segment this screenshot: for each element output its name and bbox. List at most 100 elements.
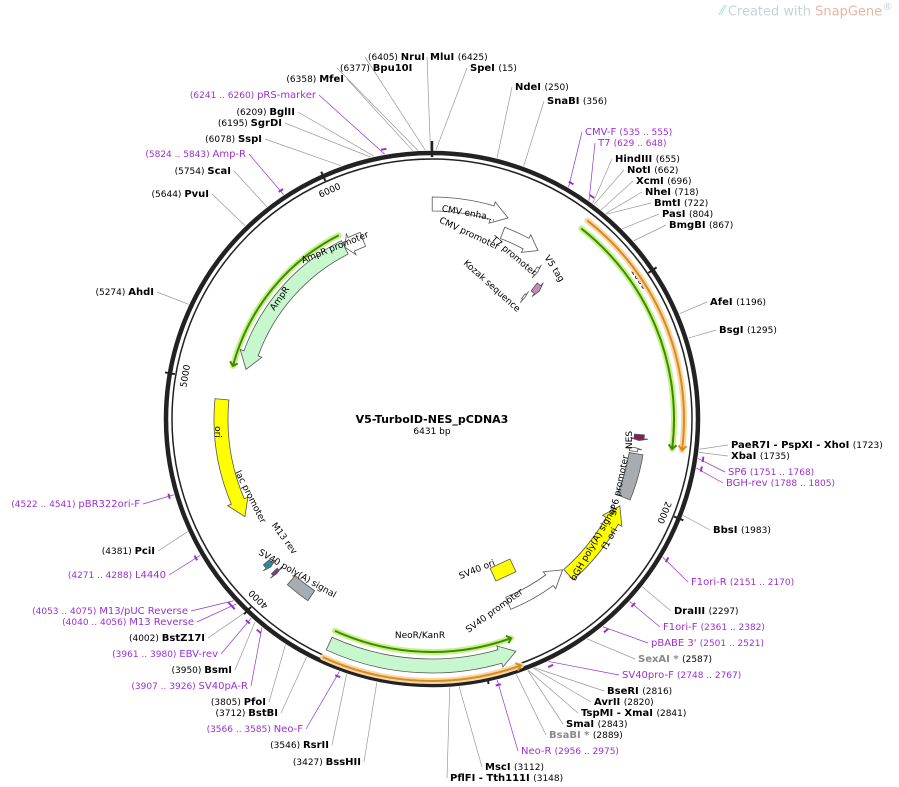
feature-m13-rev [270,566,283,579]
feature-label-ori: ori [212,426,222,438]
enzyme-bmgbi-part: BmgBI [669,220,709,231]
enzyme-pasi-label: PasI (804) [662,209,713,220]
enzyme-scai-leader [233,170,268,207]
feature-sp6-promoter [625,446,642,453]
primer-sv40pa-r-label: (3907 .. 3926) SV40pA-R [131,681,248,692]
primer-m13-puc-reverse-part: (4053 .. 4075) [32,607,99,617]
enzyme-bpu10i-leader [336,67,419,151]
primer-neo-r-label: Neo-R (2956 .. 2975) [521,746,619,757]
enzyme-bglii-leader [297,111,375,157]
enzyme-bbsi-part: BbsI [713,525,741,536]
enzyme-hindiii-part: (655) [656,155,680,165]
primer-m13-puc-reverse-label: (4053 .. 4075) M13/pUC Reverse [32,606,188,617]
enzyme-bsabi-label: BsaBI * (2889) [549,730,623,741]
primer-m13-puc-reverse-leader [190,600,234,612]
enzyme-msci-label: MscI (3112) [485,762,544,773]
primer-mark-sv40pa-r [256,628,262,634]
enzyme-pfoi-part: PfoI [244,697,266,708]
enzyme-snabi-label: SnaBI (356) [547,96,607,107]
enzyme-labels: (6405) NruI(6377) Bpu10I(6358) MfeI(6209… [95,52,882,784]
feature-neor-kanr [325,636,517,674]
enzyme-bbsi-leader [682,515,711,531]
primer-pbabe-3-part: pBABE 3' [651,638,700,649]
orf-arrowhead [229,360,239,368]
enzyme-mfei-part: MfeI [319,74,344,85]
enzyme-nhei-part: (718) [674,188,698,198]
primer-m13-reverse-leader [196,603,237,623]
enzyme-smai-label: SmaI (2843) [566,719,628,730]
enzyme-hindiii-label: HindIII (655) [615,154,680,165]
enzyme-pflfi-tth111i-part: PflFI - Tth111I [450,773,533,784]
enzyme-xbai-leader [698,452,729,457]
feature-label-neor-kanr: NeoR/KanR [395,631,445,641]
feature-label-nes: NES [625,431,635,449]
enzyme-nrui-label: (6405) NruI [368,52,425,63]
primer-mark-sv40pro-f [547,663,554,669]
primer-f1ori-f-label: F1ori-F (2361 .. 2382) [663,622,765,633]
enzyme-bmti-label: BmtI (722) [654,198,708,209]
feature-t7-promoter [531,264,542,279]
enzyme-spei-part: SpeI [470,63,498,74]
enzyme-mfei-part: (6358) [286,75,319,85]
enzyme-ndei-label: NdeI (250) [515,82,569,93]
enzyme-bstbi-leader [280,656,307,714]
enzyme-pvui-part: PvuI [184,189,209,200]
enzyme-sgrdi-part: (6195) [218,119,251,129]
primer-cmv-f-leader [568,131,583,188]
enzyme-bseri-part: (2816) [642,687,672,697]
enzyme-bstz17i-part: (4002) [129,634,162,644]
enzyme-bstbi-part: BstBI [248,708,278,719]
enzyme-bsabi-part: (2889) [593,731,623,741]
feature-cmv-enha [431,196,509,224]
primer-l4440-part: L4440 [135,570,166,581]
enzyme-xcmi-part: (696) [667,177,691,187]
feature-kozak-sequence [519,291,529,303]
enzyme-sexai-label: SexAI * (2587) [638,654,712,665]
primer-ebv-rev-part: EBV-rev [179,649,218,660]
enzyme-bseri-leader [534,667,605,692]
primer-mark-t7 [589,194,595,199]
enzyme-bsshii-part: BssHII [326,757,361,768]
enzyme-nrui-leader [364,56,426,151]
primer-m13-reverse-label: (4040 .. 4056) M13 Reverse [62,617,194,628]
primer-mark-ebv-rev [245,619,251,625]
enzyme-rsrii-label: (3546) RsrII [270,740,329,751]
enzyme-pvui-leader [211,193,246,226]
features [213,196,649,674]
plasmid-center-labels: V5-TurboID-NES_pCDNA3 6431 bp [356,413,509,437]
primer-m13-reverse-part: (4040 .. 4056) [62,618,129,628]
primer-mark-cmv-f [568,180,574,186]
primer-mark-l4440 [193,555,199,561]
enzyme-msci-leader [458,686,483,768]
enzyme-tspmi-xmai-part: TspMI - XmaI [581,708,656,719]
primer-sp6-label: SP6 (1751 .. 1768) [728,467,814,478]
enzyme-avrii-part: (2820) [624,698,654,708]
enzyme-msci-part: MscI [485,762,514,773]
tick-mark-5000 [164,371,176,376]
primer-sp6-part: SP6 [728,467,750,478]
enzyme-bsgi-part: (1295) [747,326,777,336]
primer-t7-part: (629 .. 648) [614,139,667,149]
enzyme-pflfi-tth111i-part: (3148) [533,774,563,784]
enzyme-hindiii-leader [592,158,613,204]
enzyme-afei-leader [679,301,708,315]
primer-m13-reverse-part: M13 Reverse [129,617,194,628]
enzyme-bpu10i-part: Bpu10I [373,63,413,74]
primer-sv40pro-f-leader [548,661,620,676]
enzyme-afei-part: (1196) [736,298,766,308]
feature-lac-promoter [262,559,276,572]
primer-f1ori-f-part: F1ori-F [663,622,701,633]
enzyme-bpu10i-label: (6377) Bpu10I [340,63,412,74]
primer-bgh-rev-part: (1788 .. 1805) [771,479,835,489]
enzyme-rsrii-part: RsrII [303,740,329,751]
enzyme-sgrdi-part: SgrDI [251,118,282,129]
enzyme-bbsi-part: (1983) [741,526,771,536]
primer-prs-marker-part: (6241 .. 6260) [190,91,257,101]
primer-t7-label: T7 (629 .. 648) [597,138,666,149]
enzyme-sexai-part: SexAI * [638,654,682,665]
primer-bgh-rev-part: BGH-rev [726,478,771,489]
enzyme-draiii-part: (2297) [709,607,739,617]
primer-sv40pro-f-part: (2748 .. 2767) [677,671,741,681]
enzyme-bmgbi-part: (867) [709,221,733,231]
